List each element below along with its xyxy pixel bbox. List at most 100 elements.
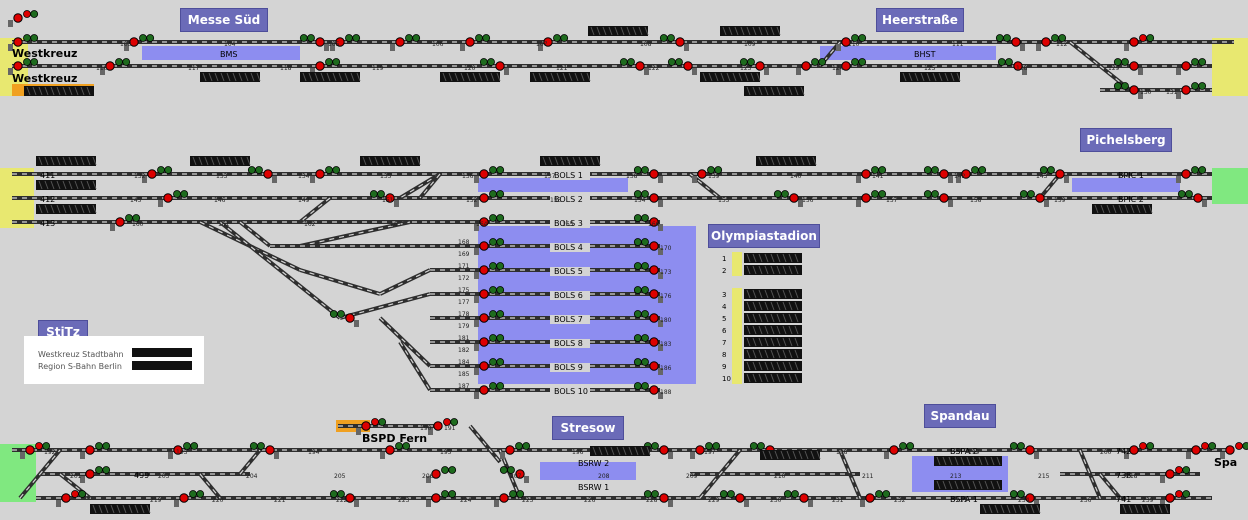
signal-icon[interactable]: [633, 238, 663, 256]
signal-icon[interactable]: [8, 34, 39, 52]
signal-icon[interactable]: [690, 442, 721, 460]
station-spandau[interactable]: Spandau: [924, 404, 996, 428]
signal-icon[interactable]: [836, 58, 867, 76]
signal-icon[interactable]: [56, 490, 87, 508]
signal-icon[interactable]: [1160, 490, 1191, 508]
signal-icon[interactable]: [619, 58, 649, 76]
signal-icon[interactable]: [923, 166, 953, 184]
signal-icon[interactable]: [8, 10, 39, 28]
signal-icon[interactable]: [643, 490, 673, 508]
signal-icon[interactable]: [796, 58, 827, 76]
signal-icon[interactable]: [856, 166, 887, 184]
signal-icon[interactable]: [426, 490, 457, 508]
signal-icon[interactable]: [474, 262, 505, 280]
signal-icon[interactable]: [667, 58, 697, 76]
signal-icon[interactable]: [494, 490, 525, 508]
signal-icon[interactable]: [1124, 442, 1155, 460]
signal-icon[interactable]: [479, 58, 509, 76]
signal-icon[interactable]: [1113, 82, 1143, 100]
signal-icon[interactable]: [884, 442, 915, 460]
signal-icon[interactable]: [330, 34, 361, 52]
signal-icon[interactable]: [426, 466, 457, 484]
signal-icon[interactable]: [168, 442, 199, 460]
signal-icon[interactable]: [1009, 490, 1039, 508]
signal-icon[interactable]: [474, 358, 505, 376]
signal-icon[interactable]: [310, 166, 341, 184]
station-pichelsberg[interactable]: Pichelsberg: [1080, 128, 1172, 152]
signal-icon[interactable]: [856, 190, 887, 208]
signal-icon[interactable]: [310, 58, 341, 76]
signal-icon[interactable]: [633, 286, 663, 304]
signal-icon[interactable]: [633, 262, 663, 280]
signal-icon[interactable]: [474, 166, 505, 184]
signal-icon[interactable]: [1177, 190, 1207, 208]
signal-icon[interactable]: [474, 286, 505, 304]
signal-icon[interactable]: [499, 466, 529, 484]
signal-icon[interactable]: [633, 166, 663, 184]
signal-icon[interactable]: [460, 34, 491, 52]
signal-icon[interactable]: [1186, 442, 1217, 460]
signal-icon[interactable]: [142, 166, 173, 184]
signal-icon[interactable]: [659, 34, 689, 52]
station-heerstrasse[interactable]: Heerstraße: [876, 8, 964, 32]
signal-icon[interactable]: [80, 466, 111, 484]
signal-icon[interactable]: [923, 190, 953, 208]
signal-icon[interactable]: [474, 334, 505, 352]
signal-icon[interactable]: [783, 490, 813, 508]
signal-icon[interactable]: [1113, 58, 1143, 76]
signal-icon[interactable]: [633, 214, 663, 232]
signal-icon[interactable]: [719, 490, 749, 508]
signal-icon[interactable]: [997, 58, 1027, 76]
signal-icon[interactable]: [299, 34, 329, 52]
signal-icon[interactable]: [20, 442, 51, 460]
signal-icon[interactable]: [739, 58, 769, 76]
signal-icon[interactable]: [8, 58, 39, 76]
signal-icon[interactable]: [692, 166, 723, 184]
signal-icon[interactable]: [474, 238, 505, 256]
signal-icon[interactable]: [158, 190, 189, 208]
signal-icon[interactable]: [956, 166, 987, 184]
signal-icon[interactable]: [1176, 166, 1207, 184]
station-olympiastadion[interactable]: Olympiastadion: [708, 224, 820, 248]
signal-icon[interactable]: [633, 382, 663, 400]
signal-icon[interactable]: [1160, 466, 1191, 484]
signal-icon[interactable]: [380, 442, 411, 460]
signal-icon[interactable]: [369, 190, 399, 208]
signal-icon[interactable]: [836, 34, 867, 52]
signal-icon[interactable]: [1009, 442, 1039, 460]
signal-icon[interactable]: [474, 214, 505, 232]
signal-icon[interactable]: [249, 442, 279, 460]
station-messe-sued[interactable]: Messe Süd: [180, 8, 268, 32]
signal-icon[interactable]: [110, 214, 141, 232]
signal-icon[interactable]: [633, 310, 663, 328]
signal-icon[interactable]: [1039, 166, 1069, 184]
signal-icon[interactable]: [860, 490, 891, 508]
signal-icon[interactable]: [329, 490, 359, 508]
signal-icon[interactable]: [474, 382, 505, 400]
signal-icon[interactable]: [356, 418, 387, 436]
station-stresow[interactable]: Stresow: [552, 416, 624, 440]
signal-icon[interactable]: [773, 190, 803, 208]
signal-icon[interactable]: [995, 34, 1025, 52]
signal-icon[interactable]: [1036, 34, 1067, 52]
signal-icon[interactable]: [390, 34, 421, 52]
signal-icon[interactable]: [428, 418, 459, 436]
signal-icon[interactable]: [100, 58, 131, 76]
signal-icon[interactable]: [1220, 442, 1248, 460]
signal-icon[interactable]: [633, 190, 663, 208]
signal-icon[interactable]: [174, 490, 205, 508]
signal-icon[interactable]: [474, 190, 505, 208]
signal-icon[interactable]: [1124, 34, 1155, 52]
signal-icon[interactable]: [247, 166, 277, 184]
signal-icon[interactable]: [80, 442, 111, 460]
signal-icon[interactable]: [633, 334, 663, 352]
signal-icon[interactable]: [633, 358, 663, 376]
signal-icon[interactable]: [1176, 82, 1207, 100]
signal-icon[interactable]: [538, 34, 569, 52]
signal-icon[interactable]: [500, 442, 531, 460]
signal-icon[interactable]: [329, 310, 359, 328]
signal-icon[interactable]: [474, 310, 505, 328]
signal-icon[interactable]: [124, 34, 155, 52]
signal-icon[interactable]: [1176, 58, 1207, 76]
signal-icon[interactable]: [1019, 190, 1049, 208]
